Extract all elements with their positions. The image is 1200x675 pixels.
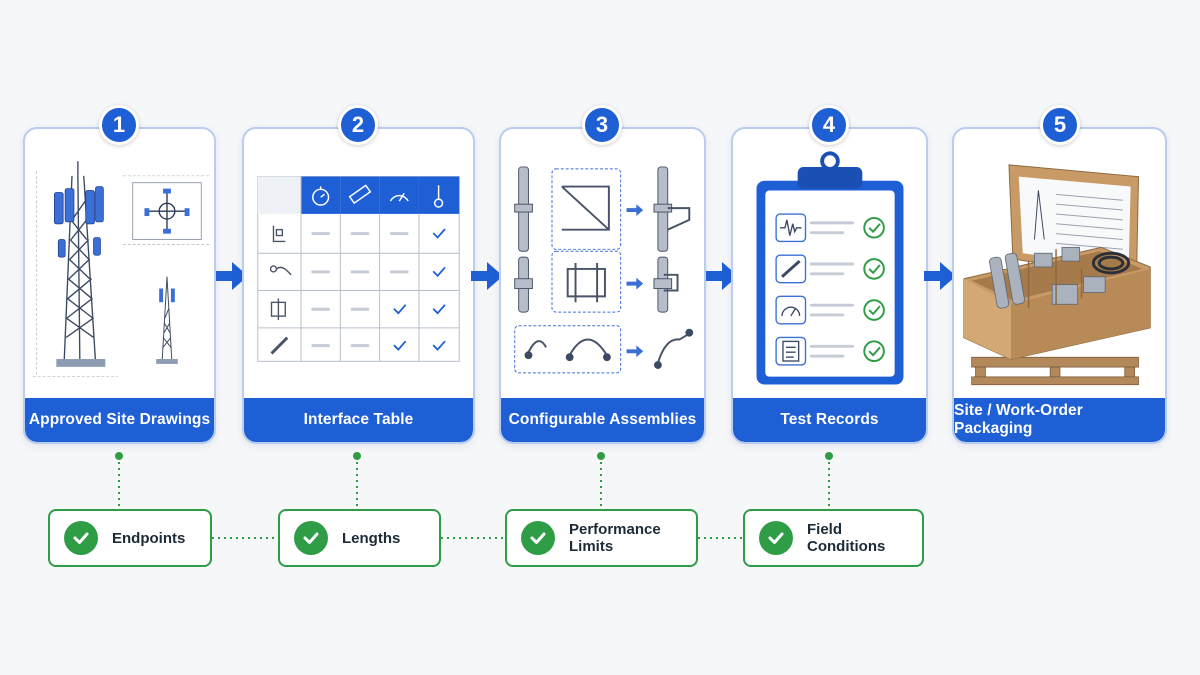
check-icon [521, 521, 555, 555]
check-label: Performance Limits [569, 521, 661, 555]
step-card-site-drawings: Approved Site Drawings [23, 127, 216, 444]
assemblies-illustration [514, 166, 694, 374]
clipboard-illustration [756, 151, 904, 385]
step-number-badge: 4 [809, 105, 849, 145]
step-label: Site / Work-Order Packaging [954, 398, 1165, 442]
check-endpoints: Endpoints [48, 509, 212, 567]
interface-table-illustration [257, 176, 460, 362]
step-label: Configurable Assemblies [501, 398, 704, 442]
arrow-right-icon [706, 262, 738, 290]
step-number-badge: 1 [99, 105, 139, 145]
check-lengths: Lengths [278, 509, 441, 567]
check-icon [759, 521, 793, 555]
check-label: Field Conditions [807, 521, 886, 555]
step-number-badge: 2 [338, 105, 378, 145]
check-performance-limits: Performance Limits [505, 509, 698, 567]
check-icon [294, 521, 328, 555]
check-label: Endpoints [112, 529, 186, 547]
step-label: Interface Table [244, 398, 473, 442]
step-card-interface-table: Interface Table [242, 127, 475, 444]
arrow-right-icon [471, 262, 503, 290]
step-card-packaging: Site / Work-Order Packaging [952, 127, 1167, 444]
packaging-box-illustration [963, 164, 1151, 386]
step-label: Approved Site Drawings [25, 398, 214, 442]
step-number-badge: 5 [1040, 105, 1080, 145]
step-card-test-records: Test Records [731, 127, 928, 444]
step-card-configurable-assemblies: Configurable Assemblies [499, 127, 706, 444]
check-icon [64, 521, 98, 555]
arrow-right-icon [924, 262, 956, 290]
check-field-conditions: Field Conditions [743, 509, 924, 567]
arrow-right-icon [216, 262, 248, 290]
check-label: Lengths [342, 529, 401, 547]
tower-drawing-illustration [32, 161, 210, 377]
step-label: Test Records [733, 398, 926, 442]
step-number-badge: 3 [582, 105, 622, 145]
